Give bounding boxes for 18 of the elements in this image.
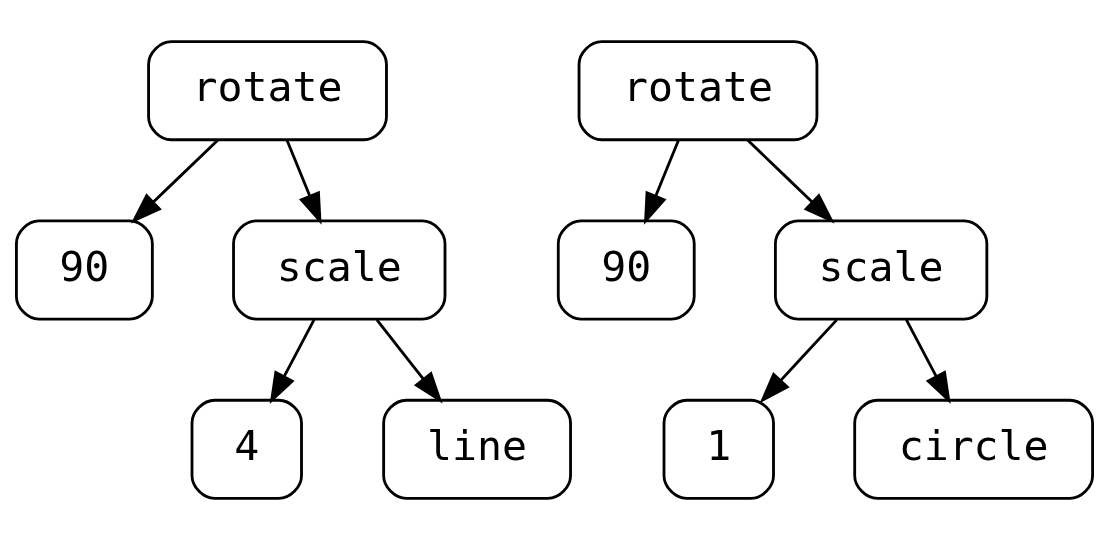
arrow: [285, 139, 322, 225]
node-box: circle: [853, 398, 1094, 500]
node-box: 90: [556, 219, 696, 320]
node-box: scale: [232, 219, 447, 320]
arrow: [746, 138, 835, 223]
arrow: [375, 318, 443, 404]
arrow: [269, 318, 316, 404]
node-box: 90: [15, 219, 154, 320]
node-box: rotate: [577, 39, 819, 141]
arrow: [130, 138, 219, 223]
node-box: 1: [662, 398, 775, 500]
node-box: scale: [774, 219, 989, 320]
arrow: [759, 318, 838, 403]
node-box: line: [382, 398, 572, 500]
arrow: [905, 318, 951, 404]
arrow: [643, 139, 680, 225]
node-box: 4: [190, 398, 303, 500]
node-box: rotate: [147, 39, 388, 141]
